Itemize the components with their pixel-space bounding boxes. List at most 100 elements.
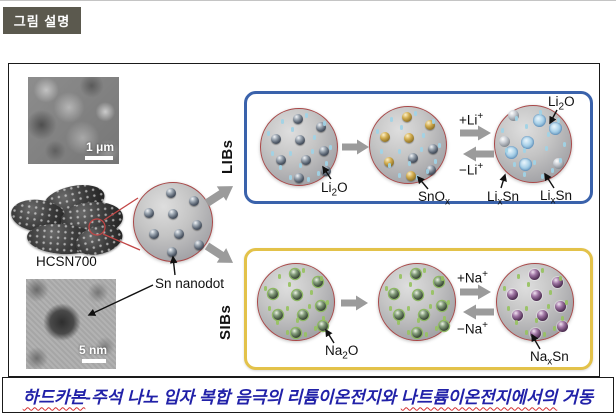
li-ion-mark	[388, 163, 391, 168]
li-ion-mark	[398, 149, 401, 154]
lixsn-sphere	[508, 110, 519, 121]
sn-nanodot-sphere	[426, 165, 436, 175]
snox-sphere	[406, 171, 416, 181]
na-ion-mark	[507, 306, 510, 311]
lixsn-cluster	[519, 158, 532, 171]
sn-nanodot-sphere	[149, 229, 159, 239]
na-ion-mark	[541, 268, 544, 273]
na-ion-mark	[543, 332, 546, 337]
na-coated-sphere	[291, 328, 301, 338]
sn-nanodot-sphere	[316, 122, 326, 132]
caption-box: 하드카본-주석 나노 입자 복합 음극의 리튬이온전지와 나트륨이온전지에서의 …	[2, 377, 614, 413]
li-ion-mark	[533, 160, 536, 165]
sib-state1-circle	[257, 263, 335, 341]
caption-segment: 거동	[557, 387, 594, 407]
li-ion-mark	[523, 148, 526, 153]
na-ion-mark	[423, 268, 426, 273]
na-ion-mark	[447, 300, 450, 305]
li-ion-mark	[390, 117, 393, 122]
li-ion-mark	[323, 121, 326, 126]
na-ion-mark	[441, 276, 444, 281]
na-ion-mark	[425, 332, 428, 337]
figure-description-badge-label: 그림 설명	[13, 14, 71, 29]
na-ion-mark	[310, 290, 313, 295]
lib-state3-circle	[494, 105, 572, 183]
na-coated-sphere	[419, 310, 429, 320]
snox-sphere	[402, 112, 412, 122]
sn-nanodot-sphere	[189, 196, 199, 206]
na-ion-mark	[517, 274, 520, 279]
li-ion-mark	[289, 175, 292, 180]
na-ion-mark	[407, 306, 410, 311]
li-ion-mark	[329, 145, 332, 150]
na-coated-sphere	[437, 301, 447, 311]
li-ion-mark	[311, 149, 314, 154]
li-ion-mark	[289, 151, 292, 156]
na-ion-mark	[559, 276, 562, 281]
li-ion-mark	[513, 162, 516, 167]
plus-na-label: +Na+	[457, 269, 488, 286]
naxsn-sphere	[512, 310, 523, 321]
na-ion-mark	[276, 320, 279, 325]
li-ion-mark	[325, 161, 328, 166]
na-coated-sphere	[273, 310, 283, 320]
na-ion-mark	[326, 300, 329, 305]
sib-state2-circle	[378, 263, 456, 341]
na-ion-mark	[417, 318, 420, 323]
na-ion-mark	[320, 276, 323, 281]
li-ion-mark	[523, 172, 526, 177]
snox-sphere	[380, 132, 390, 142]
sn-nanodot-sphere	[168, 209, 178, 219]
snox-label: SnOx	[418, 189, 451, 208]
na-coated-sphere	[434, 277, 444, 287]
li-ion-mark	[376, 129, 379, 134]
na-ion-mark	[535, 318, 538, 323]
sem-scale-bar	[85, 156, 113, 160]
sn-nanodot-label: Sn nanodot	[155, 276, 225, 291]
arrow-to-sibs	[204, 242, 234, 263]
lixsn-cluster	[505, 146, 518, 159]
na-ion-mark	[429, 304, 432, 309]
na-ion-mark	[302, 268, 305, 273]
na-ion-mark	[389, 306, 392, 311]
sem-micrograph: 1 μm	[28, 77, 119, 164]
li-ion-mark	[416, 175, 419, 180]
na-ion-mark	[431, 290, 434, 295]
na-ion-mark	[286, 330, 289, 335]
li-ion-mark	[545, 146, 548, 151]
na-ion-mark	[397, 320, 400, 325]
snox-sphere	[404, 133, 414, 143]
na-ion-mark	[314, 326, 317, 331]
lixsn-sphere	[553, 158, 564, 169]
na-ion-mark	[268, 306, 271, 311]
naxsn-sphere	[552, 277, 563, 288]
na-ion-mark	[527, 282, 530, 287]
li-ion-mark	[398, 173, 401, 178]
na-ion-mark	[565, 300, 568, 305]
figure-caption: 하드카본-주석 나노 입자 복합 음극의 리튬이온전지와 나트륨이온전지에서의 …	[3, 378, 613, 412]
lib-state2-circle	[369, 106, 447, 184]
sn-nanodot-sphere	[294, 173, 304, 183]
sn-nanodot-sphere	[194, 240, 204, 250]
na-coated-sphere	[290, 269, 300, 279]
sn-nanodot-sphere	[408, 153, 418, 163]
li-ion-mark	[313, 135, 316, 140]
na-coated-sphere	[292, 290, 302, 300]
snox-sphere	[384, 157, 394, 167]
na-ion-mark	[547, 304, 550, 309]
naxsn-sphere	[529, 269, 540, 280]
na-coated-sphere	[394, 310, 404, 320]
minus-li-label: −Li+	[459, 161, 484, 178]
na-ion-mark	[525, 306, 528, 311]
lixsn-cluster	[533, 114, 546, 127]
naxsn-sphere	[531, 290, 542, 301]
na-ion-mark	[288, 282, 291, 287]
minus-na-label: −Na+	[457, 320, 488, 337]
lixsn-label-right: LixSn	[540, 188, 573, 207]
li-ion-mark	[414, 111, 417, 116]
li-ion-mark	[563, 142, 566, 147]
naxsn-sphere	[530, 328, 541, 339]
li-ion-mark	[501, 128, 504, 133]
li-ion-mark	[547, 132, 550, 137]
